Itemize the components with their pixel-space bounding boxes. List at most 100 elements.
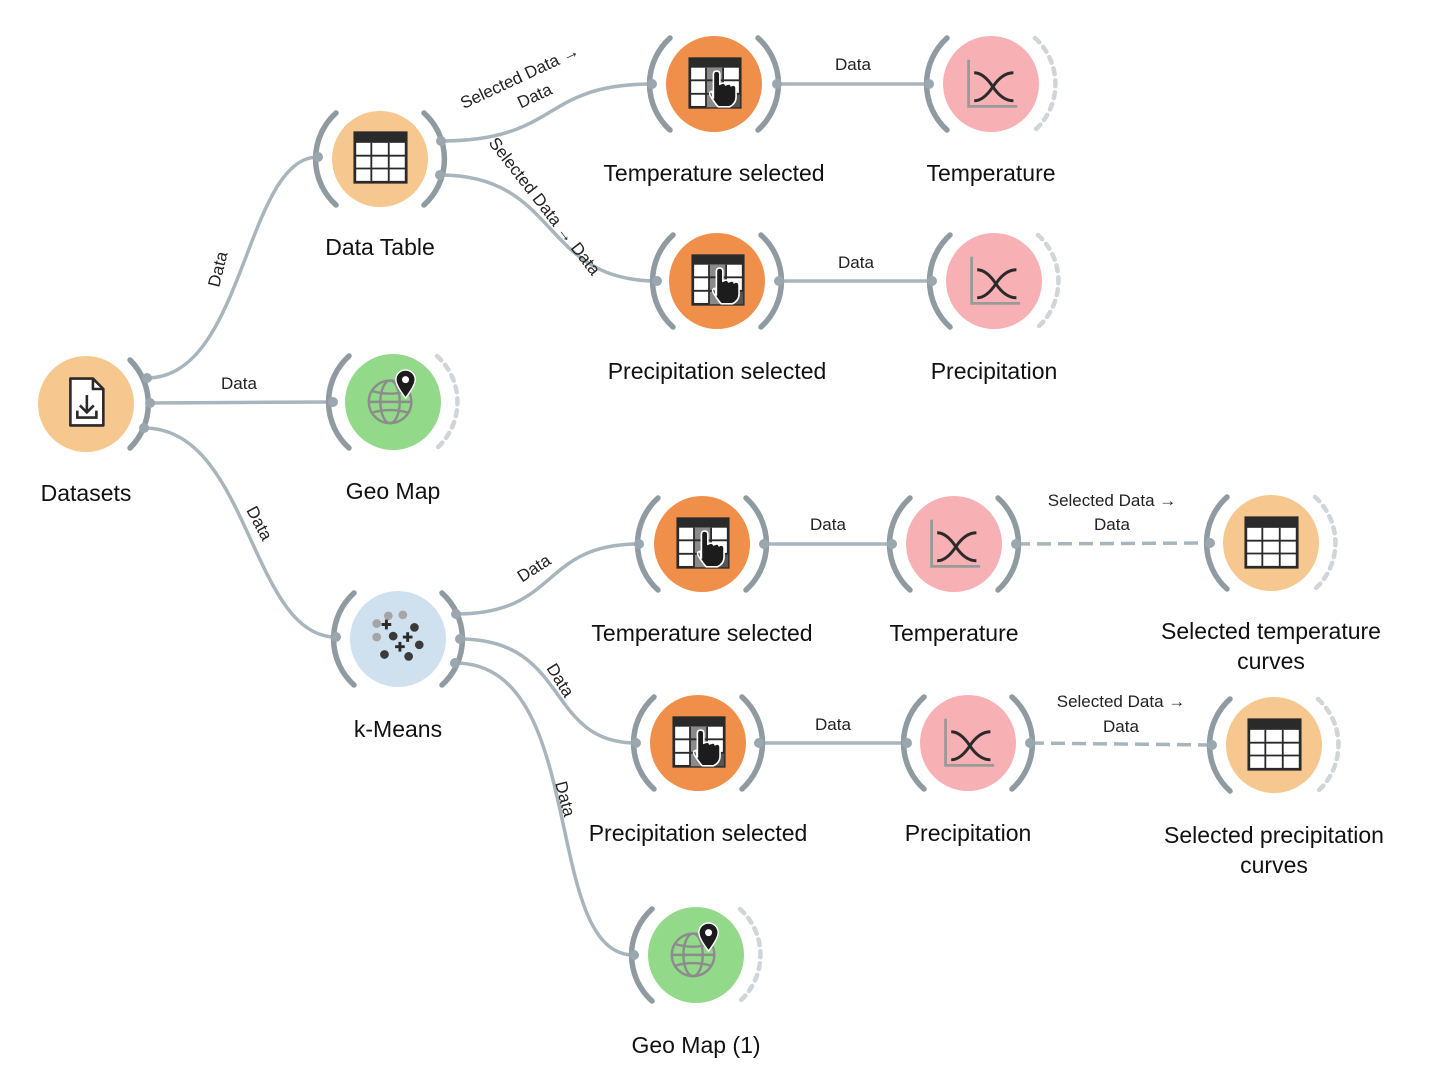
link-label-tempselected2-temperature2: Data [810, 515, 846, 534]
widget-temperature-selected-2[interactable]: Temperature selected [591, 495, 813, 646]
link-label-precipselected2-precipitation2: Data [815, 715, 851, 734]
widget-label-line2: curves [1240, 852, 1308, 878]
widget-geo-map[interactable]: Geo Map [325, 353, 460, 504]
widget-label: Geo Map (1) [631, 1032, 760, 1058]
widget-kmeans[interactable]: k-Means [330, 590, 466, 742]
widget-label-line1: Selected precipitation [1164, 822, 1384, 848]
link-datasets-geomap[interactable] [149, 400, 334, 405]
widget-label: Precipitation [931, 358, 1058, 384]
output-port-arc-inactive [1032, 35, 1058, 133]
link-kmeans-geomap1[interactable] [454, 661, 635, 957]
select-rows-icon [672, 716, 726, 768]
widget-label: Datasets [41, 480, 132, 506]
widget-label-line1: Selected temperature [1161, 618, 1381, 644]
input-port[interactable] [927, 276, 937, 286]
output-port[interactable] [436, 136, 446, 146]
output-port[interactable] [139, 423, 149, 433]
input-port[interactable] [902, 738, 912, 748]
node-circle [350, 591, 446, 687]
link-label-datasets-geomap: Data [221, 374, 257, 393]
widget-label: Precipitation [905, 820, 1032, 846]
link-label-datasets-datatable: Data [204, 249, 231, 289]
links-layer [143, 82, 1213, 957]
output-port[interactable] [142, 373, 152, 383]
widget-temperature-selected[interactable]: Temperature selected [603, 35, 825, 186]
file-download-icon [69, 377, 105, 427]
table-icon [1247, 718, 1302, 771]
widget-label: Precipitation selected [589, 820, 808, 846]
link-datatable-tempselected[interactable] [440, 82, 653, 143]
output-port-arc-inactive [737, 906, 763, 1004]
widget-label: Temperature [926, 160, 1055, 186]
widget-precipitation-selected-2[interactable]: Precipitation selected [589, 694, 808, 846]
widget-precipitation[interactable]: Precipitation [926, 232, 1061, 384]
widget-label: Geo Map [346, 478, 441, 504]
link-label-temperature2-tempcurves-2: Data [1094, 515, 1130, 534]
output-port[interactable] [455, 634, 465, 644]
link-label-precipselected-precipitation: Data [838, 253, 874, 272]
link-label-datasets-kmeans: Data [242, 503, 276, 544]
link-precipitation2-precipcurves[interactable] [1029, 741, 1213, 747]
input-port[interactable] [331, 632, 341, 642]
link-label-precipitation2-precipcurves-2: Data [1103, 717, 1139, 736]
link-label-kmeans-geomap1: Data [551, 779, 579, 819]
link-datatable-precipselected[interactable] [439, 173, 658, 283]
link-label-tempselected-temperature: Data [835, 55, 871, 74]
widget-label: k-Means [354, 716, 442, 742]
output-port-arc-inactive [1312, 494, 1338, 592]
input-port[interactable] [647, 79, 657, 89]
widget-selected-precipitation-curves[interactable]: Selected precipitation curves [1164, 696, 1384, 878]
output-port-arc-inactive [1315, 696, 1341, 794]
widget-datasets[interactable]: Datasets [38, 356, 155, 506]
output-port[interactable] [759, 539, 769, 549]
widget-label: Data Table [325, 234, 435, 260]
widget-label-line2: curves [1237, 648, 1305, 674]
output-port[interactable] [772, 79, 782, 89]
input-port[interactable] [328, 397, 338, 407]
widget-precipitation-2[interactable]: Precipitation [900, 694, 1036, 846]
link-datasets-datatable[interactable] [146, 155, 319, 380]
input-port[interactable] [631, 738, 641, 748]
output-port[interactable] [435, 170, 445, 180]
link-label-datatable-precipselected: Selected Data → Data [485, 134, 604, 279]
output-port[interactable] [754, 738, 764, 748]
widget-temperature[interactable]: Temperature [923, 35, 1058, 186]
output-port[interactable] [450, 658, 460, 668]
output-port-arc-inactive [1035, 232, 1061, 330]
link-temperature2-tempcurves[interactable] [1015, 541, 1211, 546]
output-port[interactable] [145, 398, 155, 408]
select-rows-icon [676, 517, 730, 569]
input-port[interactable] [887, 539, 897, 549]
widget-label: Temperature [889, 620, 1018, 646]
input-port[interactable] [652, 276, 662, 286]
table-icon [1244, 516, 1299, 569]
output-port[interactable] [774, 276, 784, 286]
input-port[interactable] [1207, 740, 1217, 750]
output-port-arc[interactable] [421, 110, 448, 208]
output-port[interactable] [1025, 738, 1035, 748]
link-kmeans-tempselected2[interactable] [455, 542, 640, 616]
widget-geo-map-1[interactable]: Geo Map (1) [628, 906, 763, 1058]
widget-temperature-2[interactable]: Temperature [886, 495, 1022, 646]
link-label-precipitation2-precipcurves-1: Selected Data → [1057, 692, 1186, 711]
output-port[interactable] [451, 609, 461, 619]
output-port[interactable] [1011, 539, 1021, 549]
widget-label: Precipitation selected [608, 358, 827, 384]
widget-data-table[interactable]: Data Table [312, 110, 448, 260]
widget-precipitation-selected[interactable]: Precipitation selected [608, 232, 827, 384]
output-port-arc-inactive [434, 353, 460, 451]
input-port[interactable] [629, 950, 639, 960]
link-datasets-kmeans[interactable] [143, 426, 337, 639]
input-port[interactable] [634, 539, 644, 549]
input-port[interactable] [1205, 538, 1215, 548]
table-icon [353, 131, 408, 184]
link-label-temperature2-tempcurves-1: Selected Data → [1048, 491, 1177, 510]
input-port[interactable] [313, 152, 323, 162]
widget-label: Temperature selected [591, 620, 812, 646]
widget-selected-temperature-curves[interactable]: Selected temperature curves [1161, 494, 1381, 674]
select-rows-icon [691, 254, 745, 306]
widget-label: Temperature selected [603, 160, 824, 186]
link-kmeans-precipselected2[interactable] [459, 637, 637, 745]
input-port[interactable] [924, 79, 934, 89]
